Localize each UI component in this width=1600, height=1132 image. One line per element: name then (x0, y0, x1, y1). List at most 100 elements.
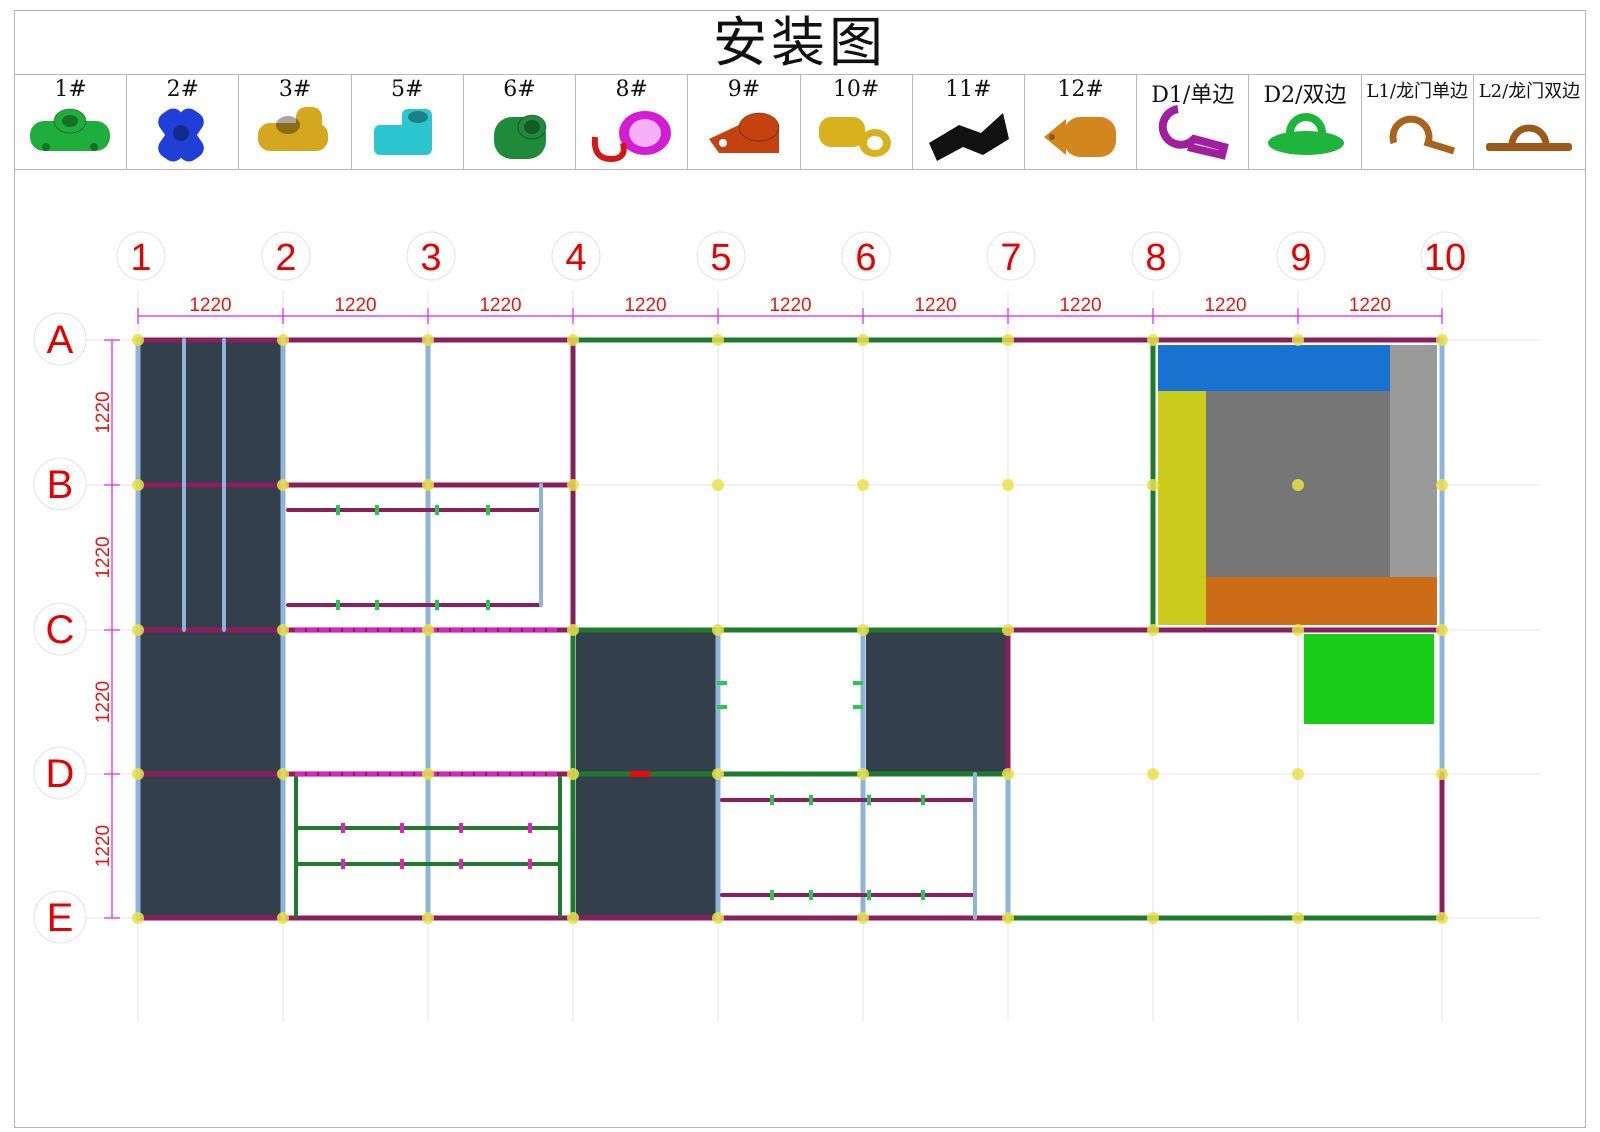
part-label: L2/龙门双边 (1478, 81, 1581, 102)
clamp-mark (770, 890, 774, 900)
tube-connector-node (1002, 768, 1014, 780)
column-axis-label: 5 (710, 237, 731, 279)
dimension-label: 1220 (1204, 295, 1246, 316)
row-axis-label: C (46, 608, 75, 652)
clamp-mark (809, 795, 813, 805)
tube-connector-node (1147, 334, 1159, 346)
tube-connector-node (1147, 768, 1159, 780)
tube-connector-node (1436, 479, 1448, 491)
part-label: 6# (503, 77, 536, 102)
tube-connector-node (132, 479, 144, 491)
clamp-mark (547, 628, 557, 632)
clamp-mark (528, 859, 532, 869)
row-axis-label: E (47, 896, 74, 940)
tube-connector-node (1436, 334, 1448, 346)
clamp-mark (451, 772, 461, 776)
clamp-mark (355, 772, 365, 776)
axis-bubble (33, 746, 87, 800)
page-title: 安装图 (713, 11, 887, 74)
grey-zone (1390, 345, 1437, 577)
clamp-mark (415, 628, 425, 632)
clamp-mark (341, 823, 345, 833)
clamp-mark (475, 772, 485, 776)
clamp-mark (375, 505, 379, 515)
clamp-mark (367, 772, 377, 776)
clamp-mark (486, 600, 490, 610)
green-elbow-connector-icon (494, 114, 547, 159)
tube-connector-node (567, 912, 579, 924)
green-double-clamp-icon (1268, 113, 1345, 155)
dimension-label: 1220 (1059, 295, 1101, 316)
clamp-mark (528, 823, 532, 833)
tube-connector-node (857, 334, 869, 346)
part-label: 9# (727, 77, 761, 102)
orange-zone (1206, 577, 1437, 625)
axis-bubble (1131, 231, 1181, 281)
part-label: 3# (278, 77, 312, 102)
tube-connector-node (1436, 912, 1448, 924)
purple-single-clamp-icon (1158, 105, 1229, 160)
gold-eye-clamp-icon (819, 117, 892, 157)
clamp-mark (547, 772, 557, 776)
column-axis-label: 8 (1145, 237, 1166, 279)
clamp-mark (439, 628, 449, 632)
part-cell: 5# (352, 75, 464, 169)
clamp-mark (295, 772, 305, 776)
row-axis-label: D (46, 752, 75, 796)
axis-bubble (261, 231, 311, 281)
part-cell: 8# (576, 75, 689, 169)
tube-connector-node (1002, 334, 1014, 346)
dimension-label: 1220 (914, 295, 956, 316)
clamp-mark (355, 628, 365, 632)
clamp-mark (307, 772, 317, 776)
clamp-mark (770, 795, 774, 805)
clamp-mark (463, 772, 473, 776)
clamp-mark (499, 772, 509, 776)
part-label: 8# (615, 77, 648, 102)
axis-bubble (1420, 231, 1470, 281)
tube-connector-node (422, 624, 434, 636)
tube-connector-node (567, 334, 579, 346)
blue-zone (1158, 345, 1390, 391)
axis-bubble (1276, 231, 1326, 281)
tube-connector-node (712, 912, 724, 924)
tube-connector-node (1002, 912, 1014, 924)
red-flange-clamp-icon (708, 112, 780, 153)
tube-connector-node (712, 479, 724, 491)
clamp-mark (331, 628, 341, 632)
clamp-mark (415, 772, 425, 776)
clamp-mark (463, 628, 473, 632)
title-row: 安装图 (15, 11, 1585, 75)
clamp-mark (809, 890, 813, 900)
clamp-mark (403, 628, 413, 632)
tube-connector-node (1436, 624, 1448, 636)
row-axis-label: A (47, 318, 74, 362)
dark-panel (866, 632, 1006, 773)
column-axis-label: 7 (1000, 237, 1021, 279)
clamp-mark (451, 628, 461, 632)
part-cell: D1/单边 (1137, 75, 1250, 169)
tube-connector-node (857, 479, 869, 491)
tube-connector-node (1292, 334, 1304, 346)
clamp-mark (331, 772, 341, 776)
part-cell: 11# (913, 75, 1025, 169)
tube-connector-node (132, 912, 144, 924)
part-cell: L1/龙门单边 (1362, 75, 1474, 169)
axis-bubble (841, 231, 891, 281)
tube-connector-node (1292, 768, 1304, 780)
clamp-mark (487, 628, 497, 632)
clamp-mark (391, 628, 401, 632)
dimension-label: 1220 (769, 295, 811, 316)
tube-connector-node (422, 334, 434, 346)
clamp-mark (375, 600, 379, 610)
clamp-mark (921, 795, 925, 805)
dimension-label: 1220 (1349, 295, 1391, 316)
clamp-mark (499, 628, 509, 632)
orange-wall-flange-icon (1043, 117, 1116, 157)
clamp-mark (379, 628, 389, 632)
part-label: D1/单边 (1151, 83, 1235, 108)
tube-connector-node (277, 624, 289, 636)
dimension-label: 1220 (93, 536, 114, 578)
axis-bubble (33, 890, 87, 944)
